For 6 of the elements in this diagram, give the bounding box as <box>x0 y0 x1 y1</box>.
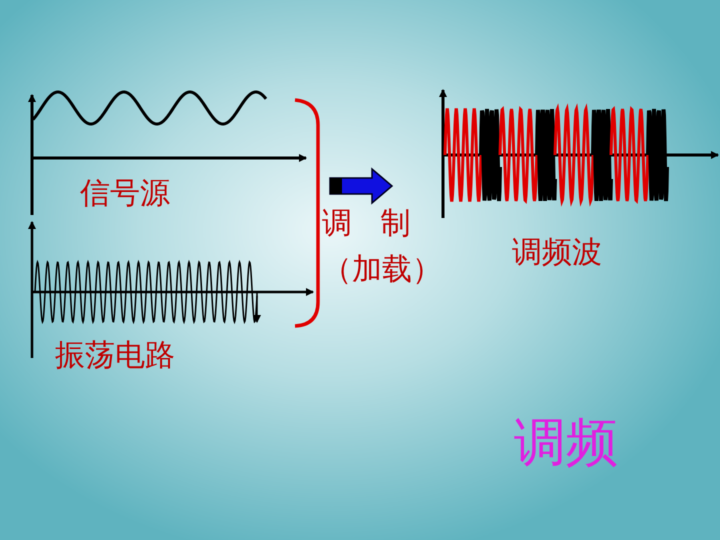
caption-text: 信号源 <box>80 176 170 212</box>
caption-text: 振荡电路 <box>55 338 175 374</box>
caption-text: 调频波 <box>512 235 602 271</box>
title-text: 调频 <box>514 414 618 472</box>
caption-text: （加载） <box>322 252 442 288</box>
caption-text: 调 制 <box>322 206 411 242</box>
